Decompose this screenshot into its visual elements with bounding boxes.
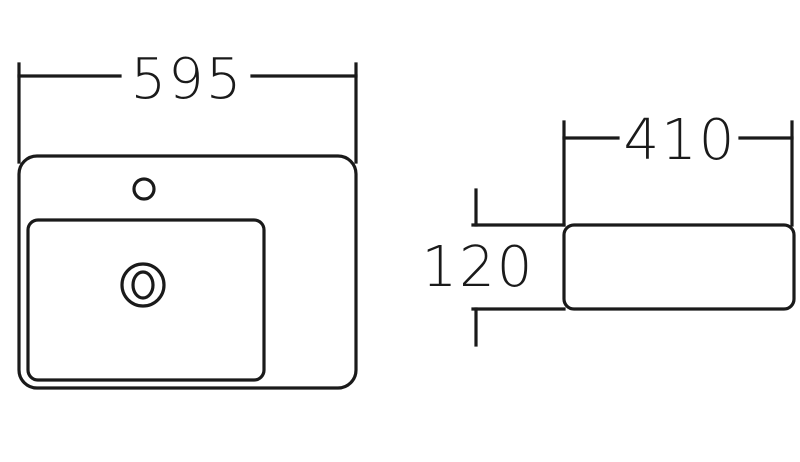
depth-dimension: 410 xyxy=(562,108,794,227)
width-label: 595 xyxy=(131,47,244,112)
drain-icon xyxy=(120,262,166,308)
basin-side-view xyxy=(562,223,796,311)
height-label: 120 xyxy=(422,235,535,300)
width-dimension: 595 xyxy=(17,47,358,164)
tap-hole xyxy=(132,177,156,201)
basin-bowl-outline xyxy=(26,218,266,382)
depth-label: 410 xyxy=(624,108,737,173)
basin-top-view xyxy=(17,154,358,390)
basin-outer-outline xyxy=(17,154,358,390)
height-dimension: 120 xyxy=(422,188,566,347)
basin-side-outline xyxy=(562,223,796,311)
